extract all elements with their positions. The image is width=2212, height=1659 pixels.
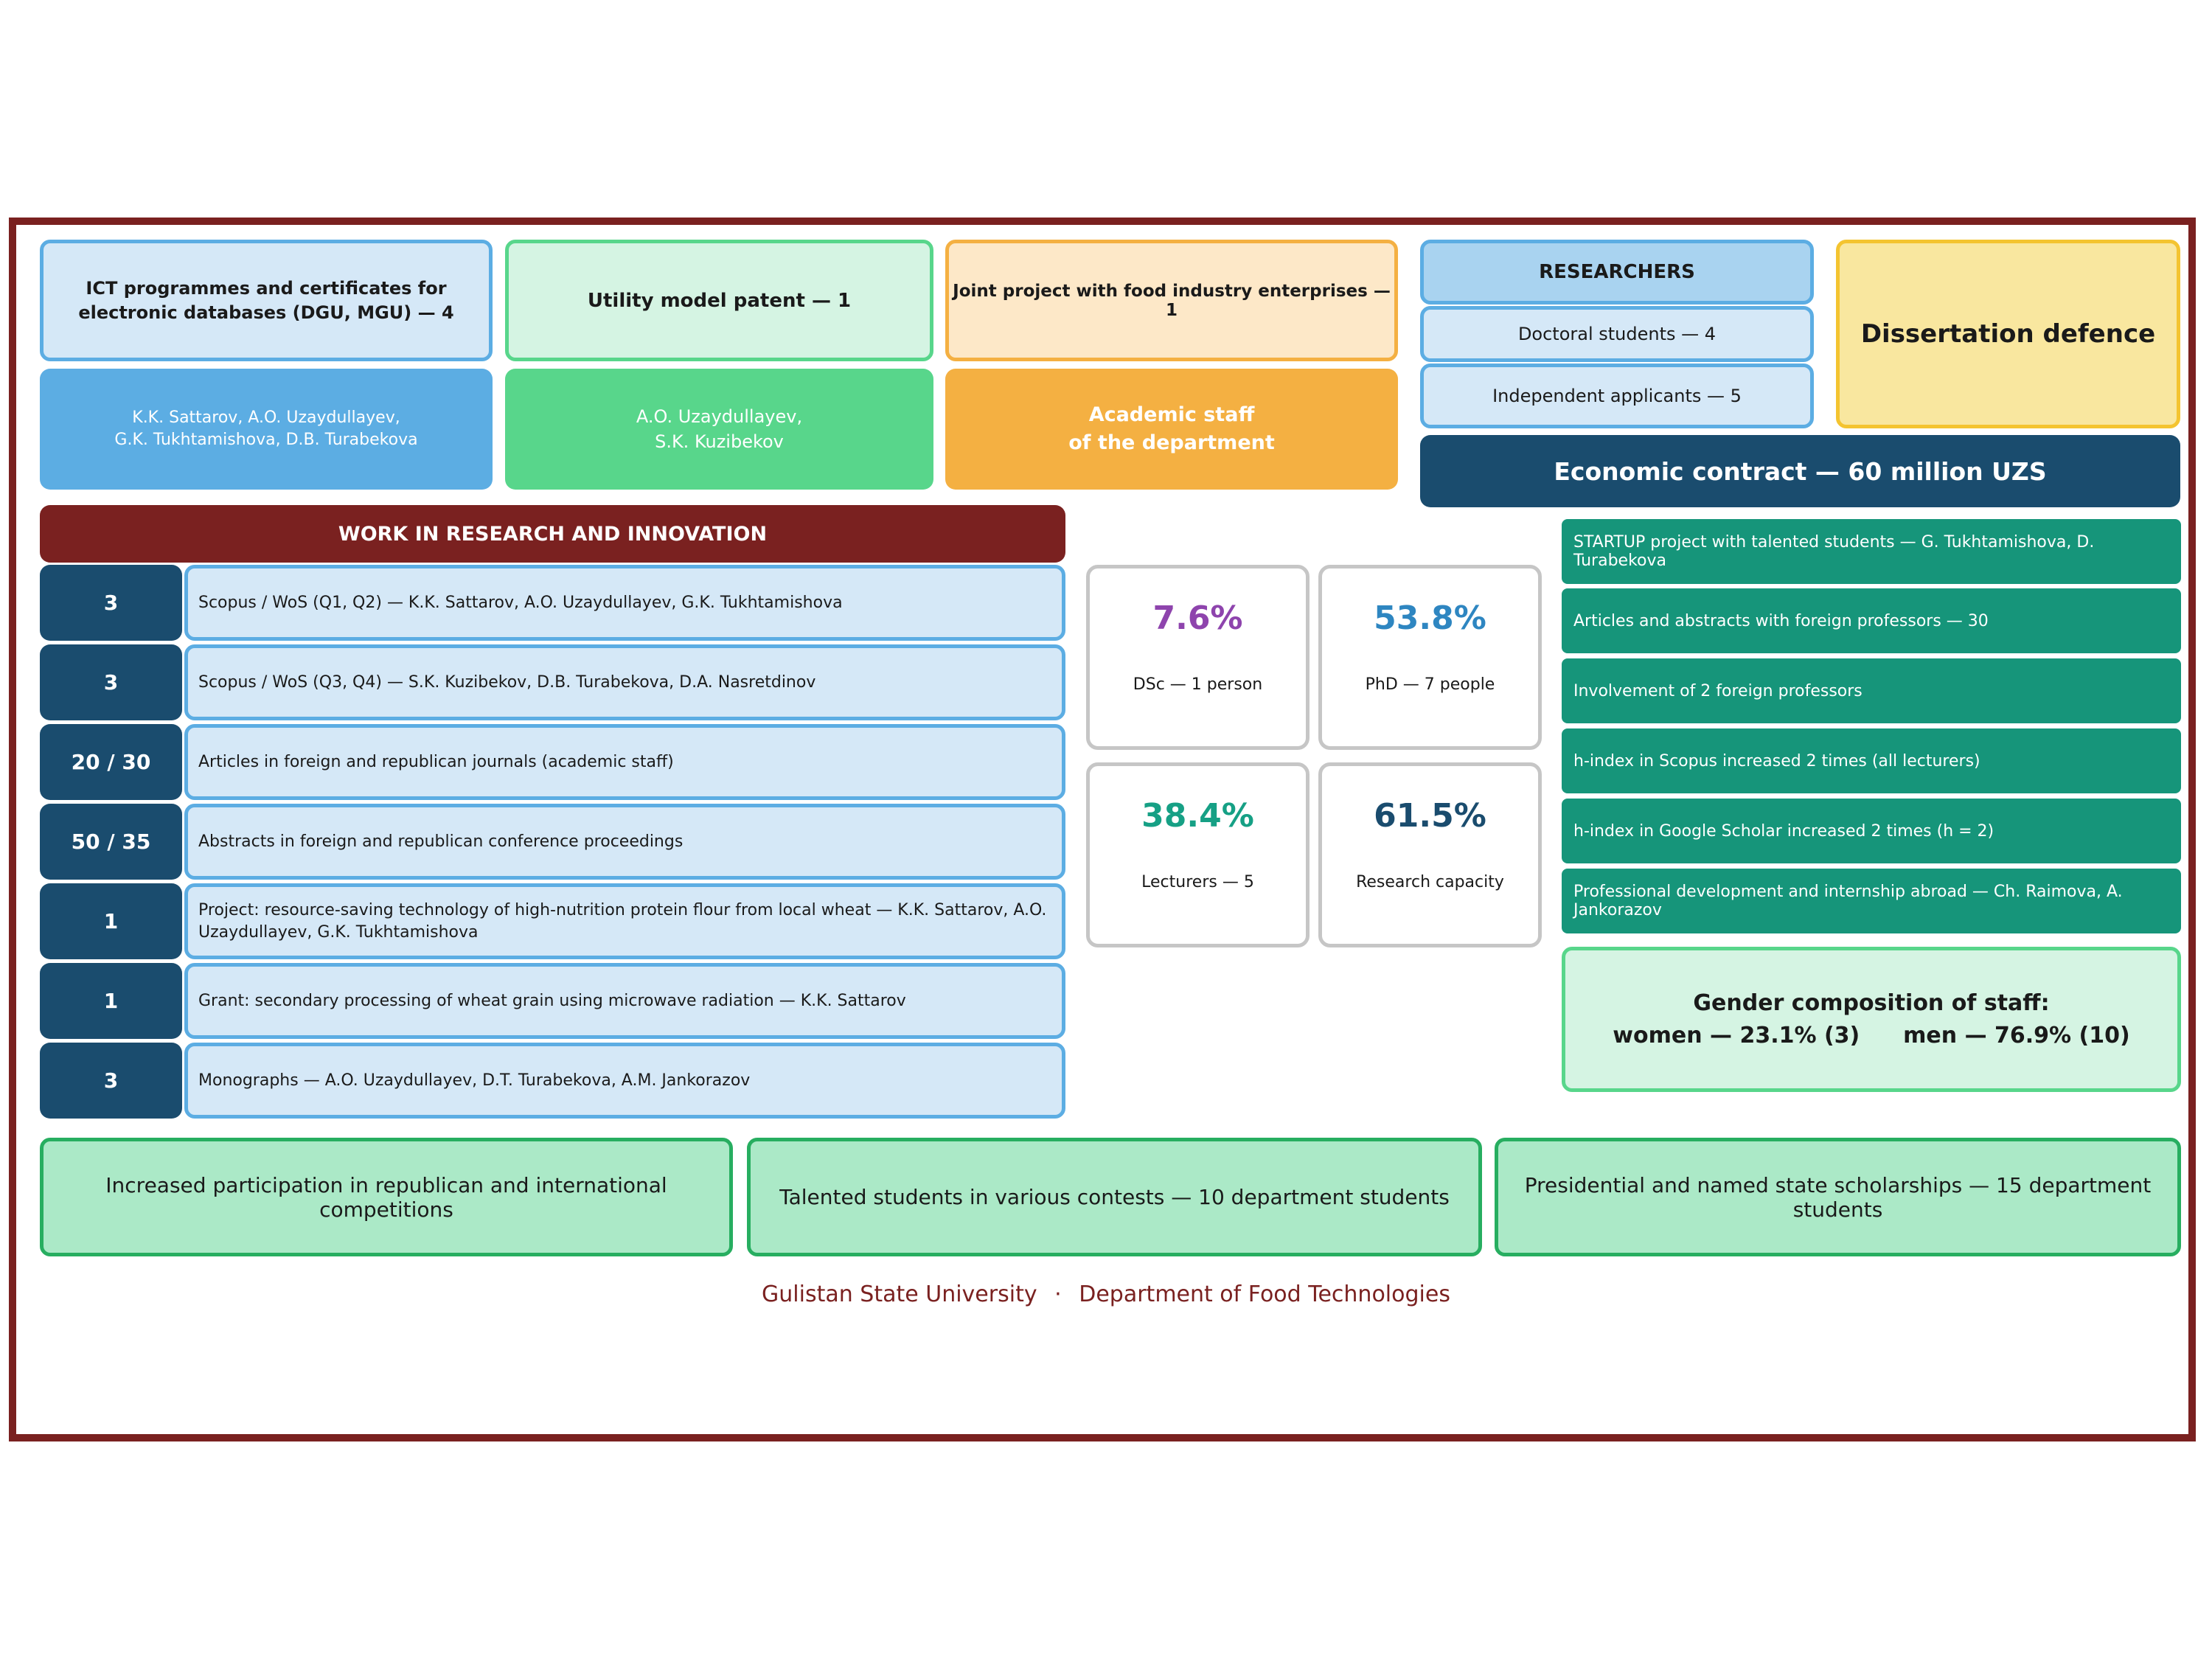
research-row-5-text: Project: resource-saving technology of h… — [184, 883, 1065, 959]
stat-card-dsc: 7.6% DSc — 1 person — [1086, 565, 1310, 750]
economic-contract-label: Economic contract — 60 million UZS — [1554, 456, 2047, 486]
joint-project-title: Joint project with food industry enterpr… — [953, 281, 1391, 320]
row-text: Monographs — A.O. Uzaydullayev, D.T. Tur… — [198, 1071, 751, 1090]
academic-staff-label: Academic staff of the department — [1068, 403, 1275, 454]
doctoral-students-box: Doctoral students — 4 — [1420, 306, 1814, 362]
ict-authors-box: K.K. Sattarov, A.O. Uzaydullayev, G.K. T… — [40, 369, 493, 490]
stat-label: Lecturers — 5 — [1141, 872, 1254, 891]
research-header-title: WORK IN RESEARCH AND INNOVATION — [338, 522, 768, 546]
research-row-3-text: Articles in foreign and republican journ… — [184, 724, 1065, 800]
stat-percent: 61.5% — [1374, 796, 1486, 835]
talented-students-text: Talented students in various contests — … — [779, 1185, 1450, 1209]
research-row-4-text: Abstracts in foreign and republican conf… — [184, 804, 1065, 880]
stat-card-research-capacity: 61.5% Research capacity — [1318, 762, 1542, 947]
talented-students-box: Talented students in various contests — … — [747, 1138, 1482, 1256]
gender-values: women — 23.1% (3) men — 76.9% (10) — [1613, 1020, 2129, 1052]
row-count: 1 — [103, 989, 119, 1013]
row-count: 3 — [103, 591, 119, 615]
stat-label: Research capacity — [1356, 872, 1504, 891]
row-text: Scopus / WoS (Q1, Q2) — K.K. Sattarov, A… — [198, 593, 843, 612]
achievement-text: h-index in Scopus increased 2 times (all… — [1573, 751, 1980, 771]
content-frame — [9, 218, 2196, 1441]
stat-percent: 53.8% — [1374, 599, 1486, 637]
research-row-3-count: 20 / 30 — [40, 724, 182, 800]
row-count: 50 / 35 — [71, 830, 151, 854]
research-row-7-text: Monographs — A.O. Uzaydullayev, D.T. Tur… — [184, 1043, 1065, 1119]
research-row-1-count: 3 — [40, 565, 182, 641]
gender-men: men — 76.9% (10) — [1903, 1022, 2130, 1048]
stat-percent: 7.6% — [1152, 599, 1243, 637]
researchers-header: RESEARCHERS — [1420, 240, 1814, 305]
scholarships-box: Presidential and named state scholarship… — [1495, 1138, 2181, 1256]
achievement-text: Involvement of 2 foreign professors — [1573, 681, 1863, 700]
gender-composition-box: Gender composition of staff: women — 23.… — [1562, 947, 2181, 1092]
row-count: 3 — [103, 1068, 119, 1093]
footer-university: Gulistan State University — [762, 1281, 1037, 1307]
academic-staff-box: Academic staff of the department — [945, 369, 1398, 490]
footer: Gulistan State University · Department o… — [0, 1281, 2212, 1307]
row-text: Abstracts in foreign and republican conf… — [198, 832, 684, 851]
research-row-5-count: 1 — [40, 883, 182, 959]
dissertation-defence-label: Dissertation defence — [1860, 319, 2156, 349]
research-row-1-text: Scopus / WoS (Q1, Q2) — K.K. Sattarov, A… — [184, 565, 1065, 641]
row-text: Grant: secondary processing of wheat gra… — [198, 991, 906, 1010]
row-text: Project: resource-saving technology of h… — [198, 900, 1047, 942]
row-count: 1 — [103, 909, 119, 933]
ict-authors: K.K. Sattarov, A.O. Uzaydullayev, G.K. T… — [114, 408, 418, 449]
stat-label: PhD — 7 people — [1365, 675, 1495, 694]
achievement-item-scholar-hindex: h-index in Google Scholar increased 2 ti… — [1562, 799, 2181, 863]
achievement-item-startup: STARTUP project with talented students —… — [1562, 519, 2181, 584]
achievement-text: h-index in Google Scholar increased 2 ti… — [1573, 821, 1994, 841]
ict-programmes-box: ICT programmes and certificates for elec… — [40, 240, 493, 361]
economic-contract-box: Economic contract — 60 million UZS — [1420, 435, 2180, 507]
patent-authors: A.O. Uzaydullayev, S.K. Kuzibekov — [636, 406, 803, 452]
gender-women: women — 23.1% (3) — [1613, 1022, 1860, 1048]
achievement-item-internship: Professional development and internship … — [1562, 869, 2181, 933]
dissertation-defence-box: Dissertation defence — [1836, 240, 2180, 428]
research-row-2-count: 3 — [40, 644, 182, 720]
joint-project-box: Joint project with food industry enterpr… — [945, 240, 1398, 361]
footer-department: Department of Food Technologies — [1079, 1281, 1450, 1307]
stat-label: DSc — 1 person — [1133, 675, 1263, 694]
competitions-box: Increased participation in republican an… — [40, 1138, 733, 1256]
row-count: 3 — [103, 670, 119, 695]
row-count: 20 / 30 — [71, 750, 151, 774]
footer-separator: · — [1054, 1281, 1062, 1307]
utility-patent-title: Utility model patent — 1 — [587, 289, 852, 312]
stat-card-phd: 53.8% PhD — 7 people — [1318, 565, 1542, 750]
patent-authors-box: A.O. Uzaydullayev, S.K. Kuzibekov — [505, 369, 933, 490]
research-row-6-count: 1 — [40, 963, 182, 1039]
row-text: Articles in foreign and republican journ… — [198, 752, 674, 771]
research-row-7-count: 3 — [40, 1043, 182, 1119]
achievement-text: STARTUP project with talented students —… — [1573, 533, 2095, 570]
scholarships-text: Presidential and named state scholarship… — [1524, 1172, 2152, 1222]
researchers-title: RESEARCHERS — [1539, 261, 1695, 283]
competitions-text: Increased participation in republican an… — [105, 1172, 667, 1222]
achievement-item-scopus-hindex: h-index in Scopus increased 2 times (all… — [1562, 728, 2181, 793]
stat-percent: 38.4% — [1141, 796, 1254, 835]
row-text: Scopus / WoS (Q3, Q4) — S.K. Kuzibekov, … — [198, 672, 816, 692]
research-header: WORK IN RESEARCH AND INNOVATION — [40, 505, 1065, 563]
achievement-text: Professional development and internship … — [1573, 883, 2123, 919]
research-row-6-text: Grant: secondary processing of wheat gra… — [184, 963, 1065, 1039]
research-row-2-text: Scopus / WoS (Q3, Q4) — S.K. Kuzibekov, … — [184, 644, 1065, 720]
achievement-item-articles-foreign: Articles and abstracts with foreign prof… — [1562, 588, 2181, 653]
ict-programmes-title: ICT programmes and certificates for elec… — [78, 277, 454, 323]
independent-applicants: Independent applicants — 5 — [1492, 386, 1742, 406]
utility-patent-box: Utility model patent — 1 — [505, 240, 933, 361]
doctoral-students: Doctoral students — 4 — [1517, 324, 1717, 344]
independent-applicants-box: Independent applicants — 5 — [1420, 364, 1814, 428]
achievement-item-foreign-professors: Involvement of 2 foreign professors — [1562, 658, 2181, 723]
stat-card-lecturers: 38.4% Lecturers — 5 — [1086, 762, 1310, 947]
gender-title: Gender composition of staff: — [1693, 990, 2050, 1016]
achievement-text: Articles and abstracts with foreign prof… — [1573, 611, 1989, 630]
research-row-4-count: 50 / 35 — [40, 804, 182, 880]
